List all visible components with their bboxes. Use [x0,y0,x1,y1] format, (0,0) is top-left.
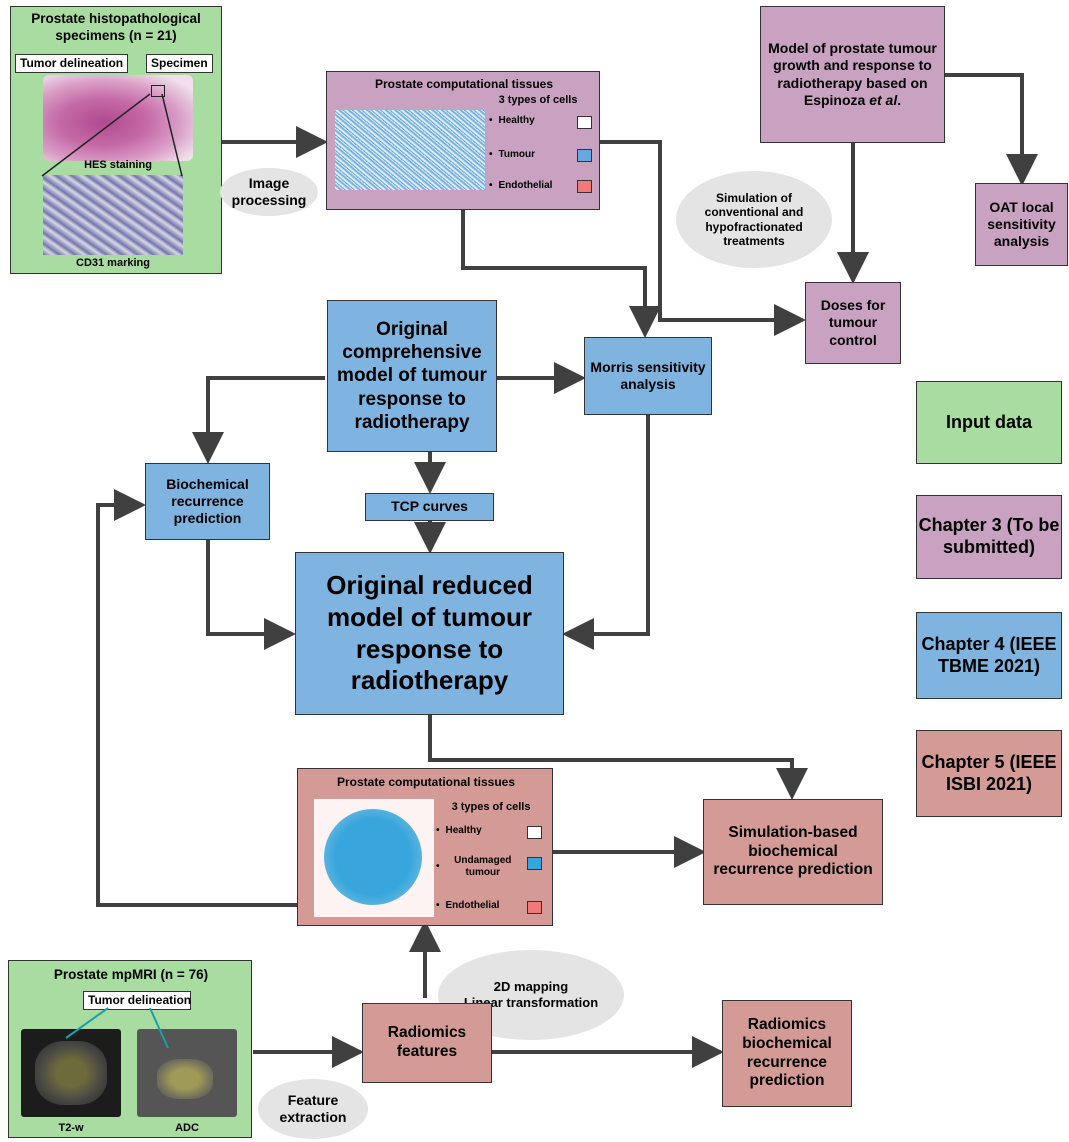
tcp-text: TCP curves [391,498,468,515]
endothelial-swatch-bottom [527,901,542,914]
tumor-delineation-label: Tumor delineation [15,54,129,73]
radiomics-prediction-text: Radiomics biochemical recurrence predict… [742,1015,832,1090]
oat-box: OAT local sensitivity analysis [975,183,1068,266]
image-processing-oval: Image processing [220,168,318,216]
legend-chapter-3: Chapter 3 (To be submitted) [916,495,1062,579]
tissues-top-cell-tumour: • Tumour [489,149,535,160]
espinoza-model-text: Model of prostate tumour growth and resp… [768,40,937,108]
zoom-lines [41,93,183,177]
tissues-top-types: 3 types of cells [498,94,578,106]
radiomics-features-text: Radiomics features [387,1024,467,1060]
specimens-title: Prostate histopathological specimens (n … [31,11,201,43]
tissues-top-image [335,110,485,190]
legend-input-text: Input data [946,411,1032,432]
radiomics-features-box: Radiomics features [362,1003,492,1083]
arrow-morris-to-reduced [562,415,650,650]
biochemical-text: Biochemical recurrence prediction [166,475,249,527]
tissues-bottom-types: 3 types of cells [451,801,531,813]
healthy-swatch [577,116,592,129]
original-reduced-text: Original reduced model of tumour respons… [326,570,533,696]
specimen-label: Specimen [146,54,213,73]
tissues-top-cell-healthy: • Healthy [489,115,535,126]
morris-text: Morris sensitivity analysis [590,358,706,392]
undamaged-swatch [527,857,542,870]
tissues-top-box: Prostate computational tissues 3 types o… [326,71,600,210]
t2w-image [21,1029,121,1117]
zoom-marker [151,85,165,97]
feature-extraction-oval: Feature extraction [258,1079,368,1139]
tissues-bottom-cell-endothelial: • Endothelial [436,900,500,911]
adc-label: ADC [175,1122,199,1134]
arrow-biochemical-to-reduced [206,540,296,650]
cd31-label: CD31 marking [76,257,150,269]
legend-chapter-3-text: Chapter 3 (To be submitted) [918,515,1060,557]
espinoza-model-box: Model of prostate tumour growth and resp… [760,6,945,143]
simulation-based-box: Simulation-based biochemical recurrence … [703,799,883,905]
hes-label: HES staining [84,159,152,171]
legend-input-data: Input data [916,381,1062,464]
healthy-swatch-bottom [527,826,542,839]
doses-box: Doses for tumour control [805,282,901,364]
oat-text: OAT local sensitivity analysis [987,198,1056,250]
doses-text: Doses for tumour control [820,297,886,348]
arrow-tissues-to-doses [600,140,806,336]
mpmri-pointer-lines [65,1007,169,1049]
morris-box: Morris sensitivity analysis [584,337,712,415]
arrow-espinoza-to-oat [945,73,1038,186]
tissues-bottom-image [314,799,434,917]
arrow-tissues-to-biochemical [96,489,297,907]
legend-chapter-4: Chapter 4 (IEEE TBME 2021) [916,612,1062,699]
radiomics-prediction-box: Radiomics biochemical recurrence predict… [722,1000,852,1107]
tcp-box: TCP curves [365,493,494,521]
mpmri-box: Prostate mpMRI (n = 76) Tumor delineatio… [8,960,252,1138]
adc-image [137,1029,237,1117]
original-reduced-box: Original reduced model of tumour respons… [295,552,564,715]
original-comprehensive-text: Original comprehensive model of tumour r… [337,319,487,433]
legend-chapter-4-text: Chapter 4 (IEEE TBME 2021) [921,633,1057,676]
t2w-anatomy [35,1041,107,1105]
t2w-label: T2-w [58,1122,84,1134]
mpmri-tumor-delineation-label: Tumor delineation [83,991,191,1010]
tissues-bottom-title: Prostate computational tissues [336,775,516,789]
simulation-treatments-oval: Simulation of conventional and hypofract… [676,171,832,268]
legend-chapter-5: Chapter 5 (IEEE ISBI 2021) [916,730,1062,817]
tumour-swatch [577,149,592,162]
endothelial-swatch [577,180,592,193]
tissues-top-title: Prostate computational tissues [374,77,554,91]
arrow-tissues-to-morris [461,210,661,338]
tumour-disc [324,809,422,905]
simulation-based-text: Simulation-based biochemical recurrence … [713,823,873,879]
arrow-reduced-to-simulation-based [428,715,808,800]
tissues-bottom-cell-healthy: • Healthy [436,825,482,836]
arrow-comprehensive-to-biochemical [192,376,325,464]
adc-anatomy [157,1059,213,1099]
legend-chapter-5-text: Chapter 5 (IEEE ISBI 2021) [921,751,1057,794]
tissues-top-cell-endothelial: • Endothelial [489,180,553,191]
cd31-image [43,175,183,255]
mpmri-title: Prostate mpMRI (n = 76) [53,967,209,982]
tissues-bottom-cell-undamaged: • Undamaged tumour [436,855,512,879]
biochemical-box: Biochemical recurrence prediction [145,463,270,540]
tissues-bottom-box: Prostate computational tissues 3 types o… [297,768,553,926]
original-comprehensive-box: Original comprehensive model of tumour r… [327,300,497,452]
